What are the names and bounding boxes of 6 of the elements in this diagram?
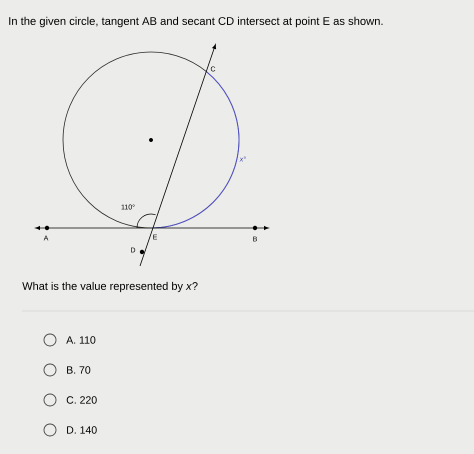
answer-choice: D. 140	[67, 426, 97, 434]
answer-choice: A. 110	[66, 336, 96, 344]
title: In the given circle, tangent AB and secant CD intersect at point E as shown.	[9, 16, 383, 28]
question: What is the value represented by x?	[22, 282, 198, 292]
answer-choice: C. 220	[66, 396, 97, 404]
answer-choice: B. 70	[67, 366, 90, 374]
